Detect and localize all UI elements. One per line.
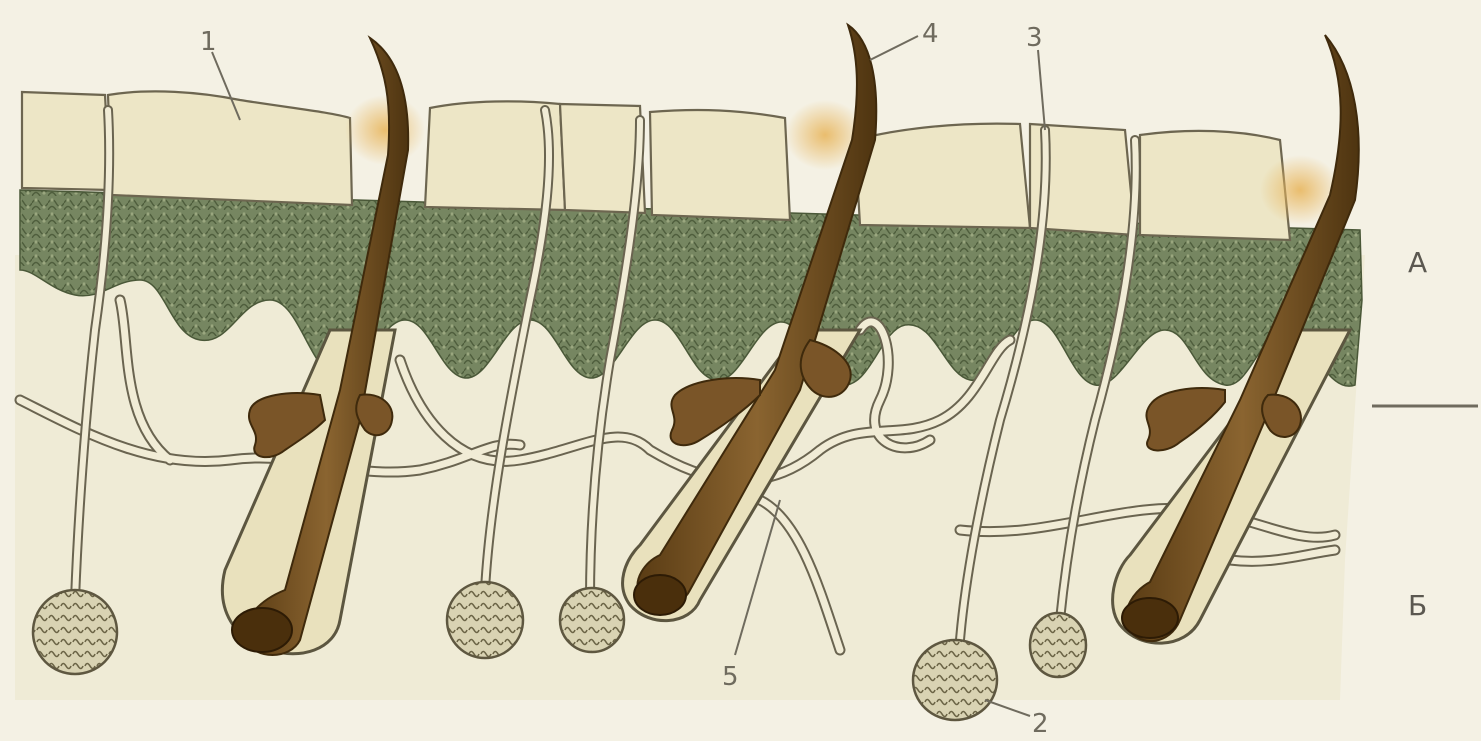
label-1: 1 <box>200 27 217 57</box>
label-layer-b: Б <box>1408 589 1427 622</box>
label-layer-a: А <box>1408 246 1427 279</box>
sweat-gland-icon <box>560 588 624 652</box>
label-3: 3 <box>1026 23 1043 53</box>
label-4: 4 <box>922 19 939 49</box>
label-2: 2 <box>1032 709 1049 739</box>
sweat-gland-icon <box>913 640 997 720</box>
sweat-gland-icon <box>1030 613 1086 677</box>
hair-exit-glow <box>345 95 425 165</box>
sweat-gland-icon <box>33 590 117 674</box>
sweat-gland-icon <box>447 582 523 658</box>
label-5: 5 <box>722 662 739 692</box>
